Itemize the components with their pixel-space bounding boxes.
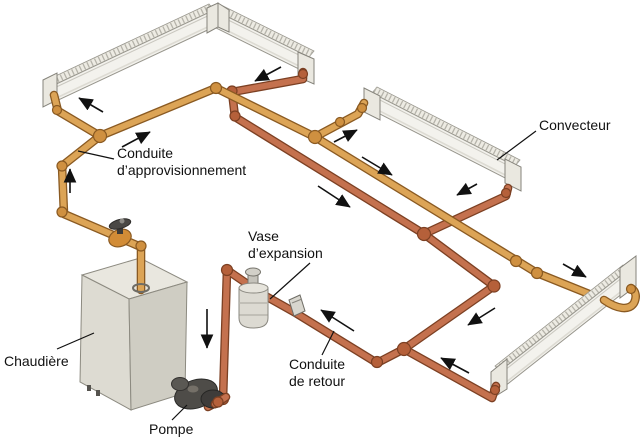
leader-line: [269, 262, 311, 300]
leader-line: [56, 332, 95, 350]
label-pump: Pompe: [149, 421, 194, 437]
supply-fitting: [356, 102, 368, 114]
supply-elbow: [209, 81, 223, 95]
air-vent-fitting: [288, 294, 306, 317]
shutoff-valve: [108, 218, 132, 248]
convector-fins: [48, 4, 213, 86]
return-tee: [416, 226, 432, 242]
label-leaders: [56, 130, 537, 421]
convector-corner-cap: [217, 2, 230, 33]
flow-arrow: [440, 357, 470, 374]
leader-line: [171, 404, 188, 421]
flow-arrow: [317, 185, 351, 208]
pump: [171, 377, 231, 410]
supply-tee: [307, 129, 323, 145]
supply-coupling: [509, 254, 523, 268]
pump-union: [212, 396, 224, 408]
leader-line: [77, 150, 115, 160]
supply-main-upper: [95, 83, 320, 142]
return-elbow: [229, 110, 241, 122]
supply-piping: [49, 81, 640, 313]
boiler-foot: [87, 385, 91, 391]
return-fitting: [500, 187, 512, 199]
supply-coupling: [334, 116, 346, 128]
label-return-pipe-line2: de retour: [289, 373, 345, 389]
flow-arrow: [320, 309, 355, 332]
supply-fitting: [625, 283, 637, 295]
return-tee: [396, 341, 412, 357]
valve-handle: [108, 218, 132, 230]
label-boiler: Chaudière: [4, 353, 69, 369]
boiler-flange: [132, 283, 150, 293]
flow-arrow: [361, 156, 393, 176]
label-supply-pipe-line1: Conduite: [117, 145, 173, 161]
boiler: [79, 257, 189, 411]
leader-line: [496, 130, 537, 161]
supply-elbow: [135, 240, 147, 252]
label-expansion-tank-line1: Vase: [248, 228, 279, 244]
return-elbow: [220, 263, 234, 277]
convector-fins: [215, 4, 313, 57]
label-expansion-tank-line2: d’expansion: [248, 245, 323, 261]
convector-top-left: [42, 2, 315, 108]
return-elbow: [370, 355, 384, 369]
valve-stem: [117, 226, 123, 234]
flow-arrow: [121, 131, 151, 148]
flow-arrows: [63, 66, 587, 374]
flow-arrow: [78, 97, 104, 113]
return-fitting: [489, 384, 501, 396]
convector-fins: [373, 87, 519, 166]
labels: Conduite d’approvisionnement Convecteur …: [4, 117, 611, 437]
tank-cap: [245, 267, 261, 277]
label-convector: Convecteur: [539, 117, 611, 133]
return-fitting: [297, 68, 309, 80]
flow-arrow: [467, 307, 496, 326]
flow-arrow: [562, 263, 587, 278]
flow-arrow: [456, 182, 478, 196]
supply-elbow: [51, 104, 63, 116]
convector-end-cap: [504, 158, 522, 192]
convector-middle: [363, 86, 522, 192]
leader-line: [321, 330, 335, 356]
return-elbow: [487, 279, 501, 293]
flow-arrow: [333, 129, 358, 143]
supply-elbow: [56, 206, 68, 218]
label-return-pipe-line1: Conduite: [289, 356, 345, 372]
label-supply-pipe-line2: d’approvisionnement: [117, 162, 246, 178]
tank-body: [238, 287, 269, 329]
expansion-tank: [238, 267, 269, 329]
supply-elbow: [56, 160, 68, 172]
supply-tee: [92, 128, 108, 144]
boiler-foot: [96, 390, 100, 396]
supply-coupling: [530, 266, 544, 280]
convector-bottom-right: [490, 255, 637, 400]
flow-arrow: [254, 66, 282, 82]
